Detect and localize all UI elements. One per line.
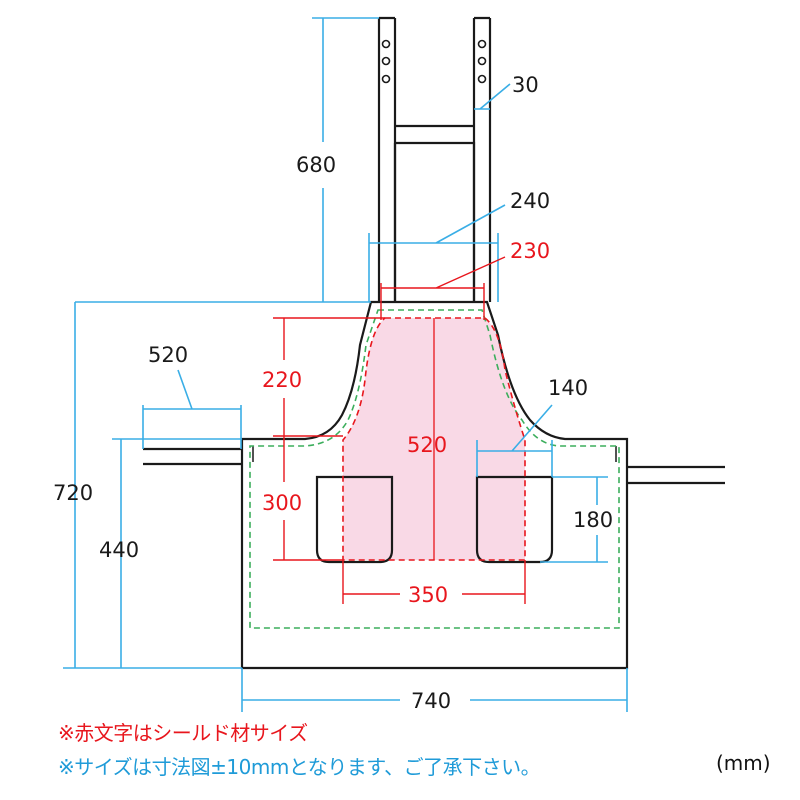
shield-size-note: ※赤文字はシールド材サイズ — [58, 721, 308, 745]
unit-label: (mm) — [716, 751, 771, 775]
dimension-lines — [63, 17, 628, 712]
dim-strap-length: 680 — [296, 153, 336, 177]
shield-dimension-lines — [273, 256, 526, 604]
dim-pocket-width: 140 — [548, 376, 588, 400]
tolerance-note: ※サイズは寸法図±10mmとなります、ご了承下さい。 — [58, 755, 541, 779]
apron-outline — [143, 16, 725, 670]
dim-body-height: 440 — [99, 538, 139, 562]
dim-shield-top-width: 230 — [510, 239, 550, 263]
dim-shield-bottom-width: 350 — [408, 583, 448, 607]
strap-holes — [381, 39, 487, 84]
dim-pocket-height: 180 — [573, 508, 613, 532]
dim-top-width: 240 — [510, 189, 550, 213]
dim-tie-length: 520 — [148, 343, 188, 367]
dim-shield-lower-height: 300 — [262, 491, 302, 515]
dim-total-height: 720 — [53, 481, 93, 505]
dim-shield-upper-height: 220 — [262, 368, 302, 392]
dim-strap-width: 30 — [512, 73, 539, 97]
dim-shield-height: 520 — [407, 433, 447, 457]
dim-total-width: 740 — [411, 689, 451, 713]
